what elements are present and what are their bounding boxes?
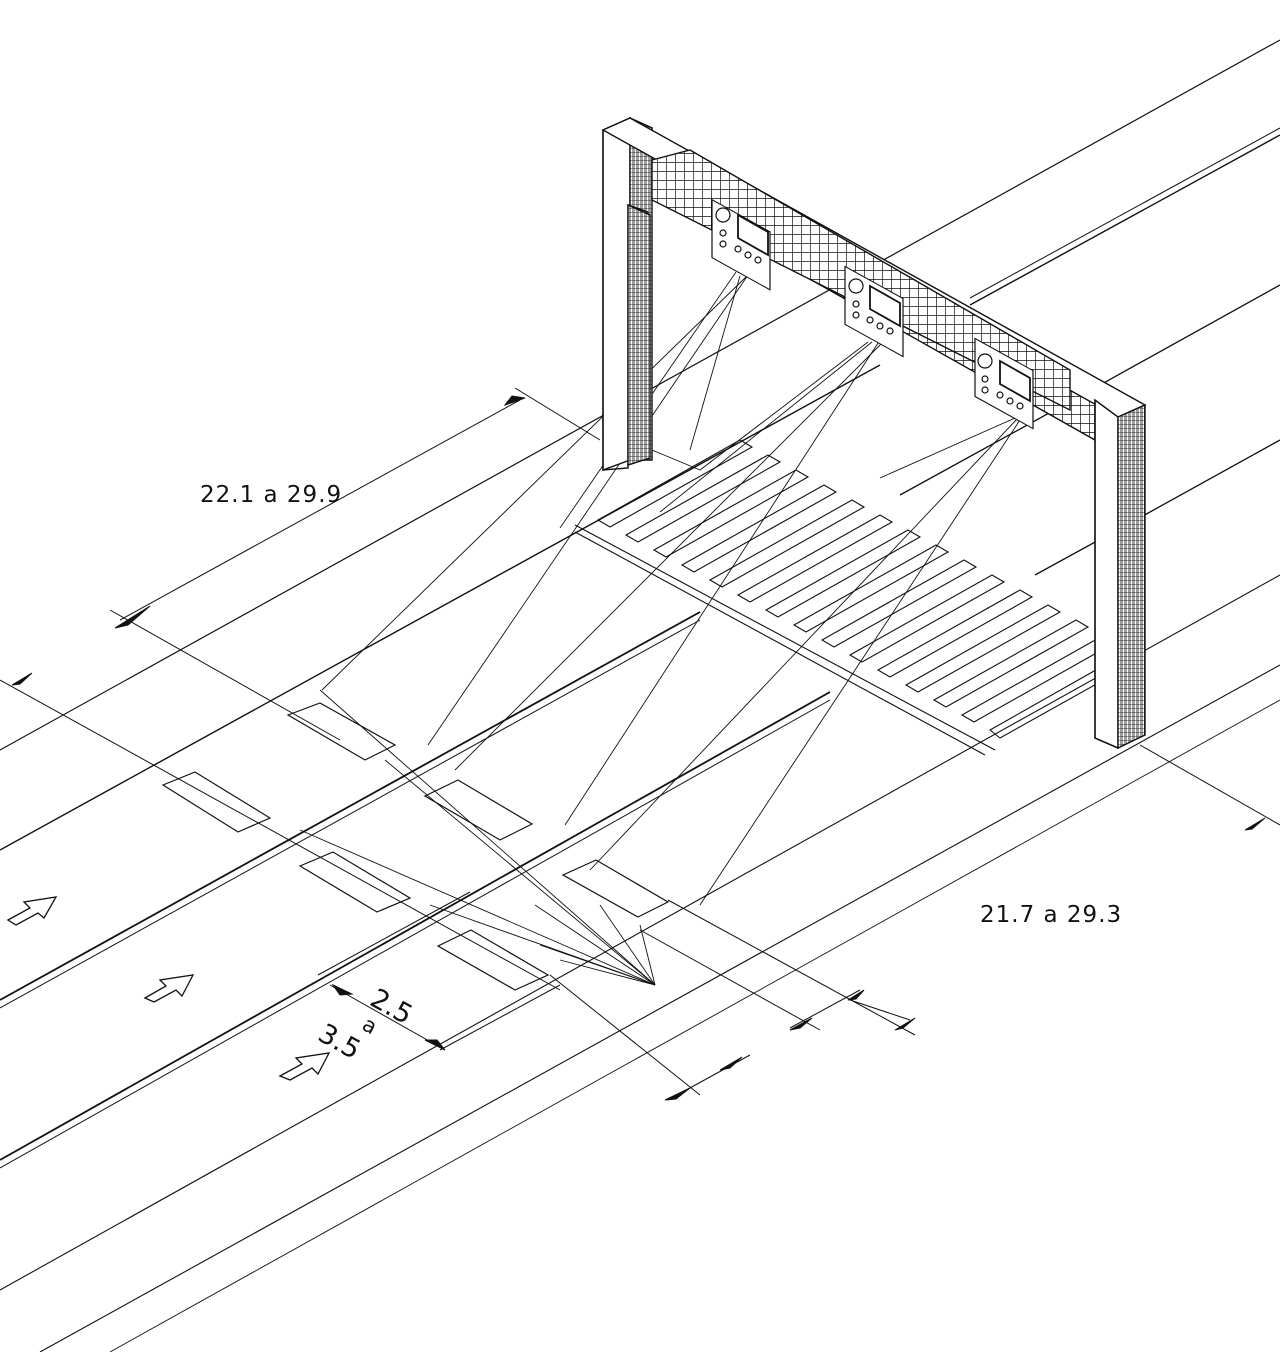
dimension-arrowhead	[11, 672, 33, 686]
lane-line-3c	[1149, 439, 1280, 513]
lane-line-3	[0, 691, 831, 1161]
lane-line-1	[0, 364, 881, 851]
lower-span-label: 21.7 a 29.3	[980, 902, 1123, 928]
zebra-stripes	[596, 439, 1119, 739]
traffic-direction-arrow	[278, 1052, 331, 1081]
left-column-face	[602, 116, 631, 472]
dimension-arrowhead	[424, 1039, 446, 1051]
lane-dim-line-2	[549, 974, 701, 1096]
roadside-camera-unit-1	[711, 198, 771, 291]
lower-dim-line-2	[789, 989, 861, 1029]
lane-dim-ext-1	[317, 891, 471, 976]
upper-dim-ext-right	[514, 387, 601, 441]
upper-dim-ext-left-2	[0, 679, 561, 991]
dimension-lines	[0, 387, 1280, 1101]
dimension-arrowheads	[11, 395, 1266, 1101]
pad-1	[286, 702, 397, 761]
lower-dim-line-3	[849, 999, 911, 1021]
traffic-direction-arrow	[143, 974, 195, 1003]
road-edge-near-2	[39, 664, 1280, 1352]
pad-5	[561, 859, 670, 918]
roadside-camera-unit-2	[844, 265, 904, 358]
left-column-inner	[627, 203, 651, 466]
lower-dim-ext-pad	[667, 899, 916, 1036]
lane-line-1b	[969, 134, 1280, 306]
camera-sight-lines	[299, 271, 1021, 986]
camera-units	[711, 198, 1034, 430]
lane-line-2c	[1099, 284, 1280, 386]
dimension-arrowhead	[894, 1017, 916, 1031]
pad-3	[423, 779, 534, 841]
lane-line-3b	[0, 699, 831, 1169]
traffic-direction-arrows	[6, 896, 331, 1081]
right-column-edge	[1094, 400, 1119, 749]
lane-dim-ext-2	[439, 984, 561, 1051]
roadside-camera-unit-3	[974, 337, 1034, 430]
dimension-arrowhead	[1244, 817, 1266, 831]
gantry	[601, 116, 1147, 750]
lower-dim-ext-pad-2	[639, 929, 821, 1031]
detection-pads	[161, 702, 670, 991]
zebra-markings	[574, 439, 1119, 756]
dimension-arrowhead	[331, 983, 354, 996]
right-column-side	[1117, 403, 1146, 750]
upper-dim-line	[119, 399, 521, 621]
pad-2	[161, 771, 272, 833]
upper-span-label: 22.1 a 29.9	[200, 482, 343, 508]
road-edge-near-3	[109, 699, 1280, 1352]
pad-4	[298, 851, 412, 913]
upper-dim-ext-left	[109, 609, 341, 741]
dimension-arrowhead	[503, 395, 526, 407]
lower-dim-ext-gantry	[1139, 744, 1280, 826]
lane-line-2b	[0, 619, 701, 1009]
road-edge-near	[0, 574, 1280, 1291]
traffic-direction-arrow	[6, 896, 58, 926]
dimension-arrowhead	[847, 989, 865, 1001]
dimension-arrowhead	[719, 1056, 743, 1071]
lane-line-1c	[969, 127, 1280, 299]
zebra-zone-edge	[574, 524, 996, 756]
dimension-arrowhead	[789, 1017, 813, 1031]
dimension-arrowhead	[114, 605, 151, 629]
pad-6	[436, 929, 550, 991]
right-column-face	[1094, 398, 1119, 750]
lane-dim-line	[329, 984, 446, 1051]
lane-line-2	[0, 611, 701, 1001]
dimension-arrowhead	[664, 1087, 691, 1101]
